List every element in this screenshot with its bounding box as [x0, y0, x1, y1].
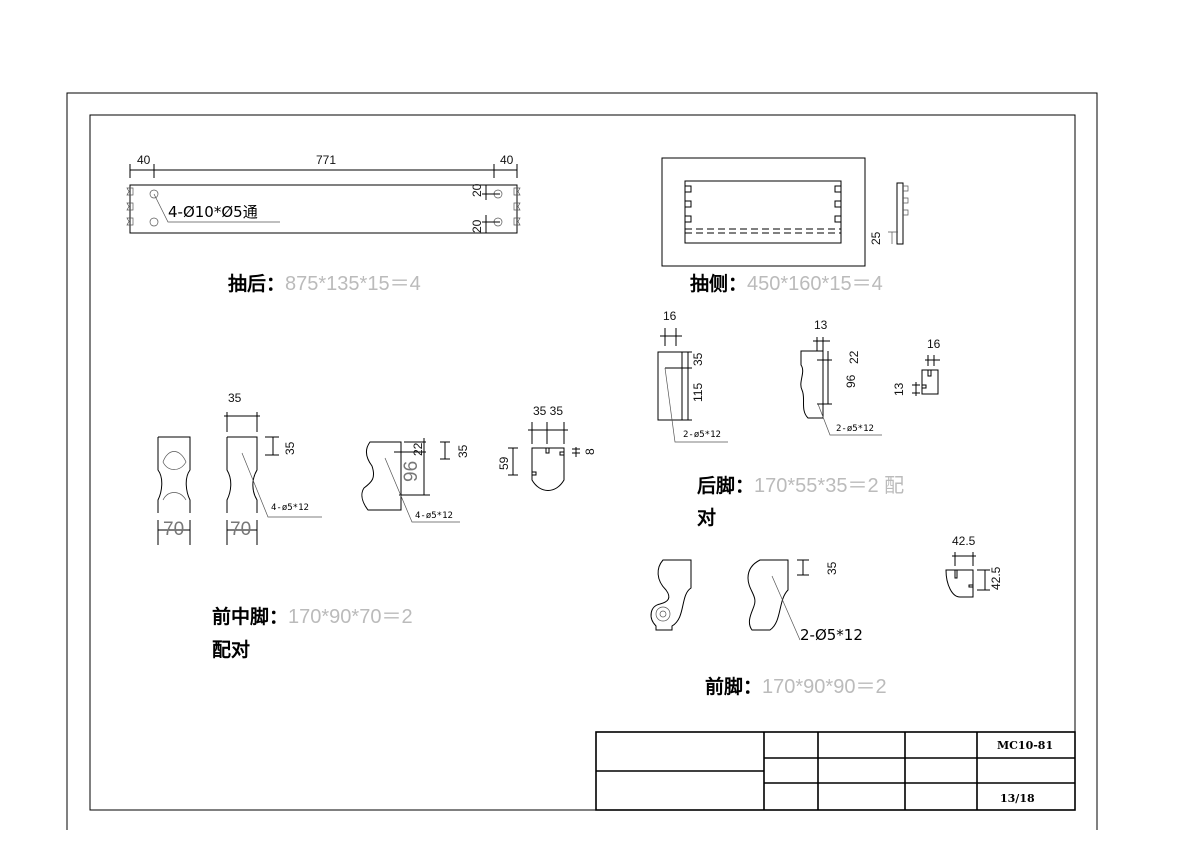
dim-label: 42.5	[989, 566, 1003, 590]
hole-note: 4-ø5*12	[415, 511, 453, 521]
dim-label: 13	[892, 382, 906, 396]
dim-label: 42.5	[952, 534, 976, 548]
dim-label: 35 35	[533, 404, 563, 418]
part-label: 前脚：170*90*90＝2	[705, 675, 887, 698]
dim-label: 20	[470, 183, 484, 197]
dim-label: 40	[137, 153, 151, 167]
part-label-continued: 配对	[212, 638, 250, 661]
part-label-continued: 对	[697, 506, 716, 529]
dim-label: 20	[470, 219, 484, 233]
hole-note: 4-ø5*12	[271, 503, 309, 513]
front-leg-drawing: 35 2-Ø5*12 42.5 42.5 前脚：170*90*90＝2	[650, 534, 1003, 698]
dim-label: 13	[814, 318, 828, 332]
drawer-back-drawing: 40 771 40 4-Ø10*Ø5通 20 20 抽后：875*135*15＝…	[126, 153, 521, 295]
dim-label: 40	[500, 153, 514, 167]
dim-label: 16	[927, 337, 941, 351]
hole-note: 2-ø5*12	[836, 424, 874, 434]
dim-label: 35	[691, 352, 705, 366]
dim-label: 16	[663, 309, 677, 323]
hole-note: 2-Ø5*12	[800, 626, 863, 644]
dim-label: 35	[228, 391, 242, 405]
dim-label: 22	[847, 350, 861, 364]
part-label: 后脚：170*55*35＝2 配	[697, 475, 904, 497]
page-number: 13/18	[1000, 792, 1035, 805]
dim-label: 22	[411, 442, 425, 456]
dim-label: 96	[844, 374, 858, 388]
hole-note: 2-ø5*12	[683, 430, 721, 440]
dim-label: 59	[497, 456, 511, 470]
dim-label: 8	[583, 448, 597, 455]
dim-label: 70	[163, 519, 184, 540]
drawing-number: MC10-81	[997, 739, 1053, 752]
part-label: 抽侧：450*160*15＝4	[690, 272, 883, 295]
dim-label: 96	[401, 461, 422, 482]
dim-label: 35	[825, 561, 839, 575]
title-block: MC10-81 13/18	[595, 731, 1076, 811]
part-label: 抽后：875*135*15＝4	[228, 272, 421, 295]
dim-label: 35	[456, 444, 470, 458]
hole-note: 4-Ø10*Ø5通	[168, 203, 258, 221]
sheet-frame	[66, 92, 1098, 830]
dim-label: 771	[316, 153, 336, 167]
front-middle-leg-drawing: 35 35 70 70 4-ø5*12 22 96 35 4-ø5*12 35 …	[157, 391, 597, 661]
dim-label: 25	[869, 231, 883, 245]
dim-label: 35	[283, 441, 297, 455]
rear-leg-drawing: 16 35 115 2-ø5*12 13 22 96 2-ø5*12 16 13…	[657, 309, 941, 529]
part-label: 前中脚：170*90*70＝2	[212, 605, 413, 628]
dim-label: 115	[691, 383, 705, 402]
drawer-side-drawing: 25 抽侧：450*160*15＝4	[661, 157, 909, 295]
dim-label: 70	[230, 519, 251, 540]
